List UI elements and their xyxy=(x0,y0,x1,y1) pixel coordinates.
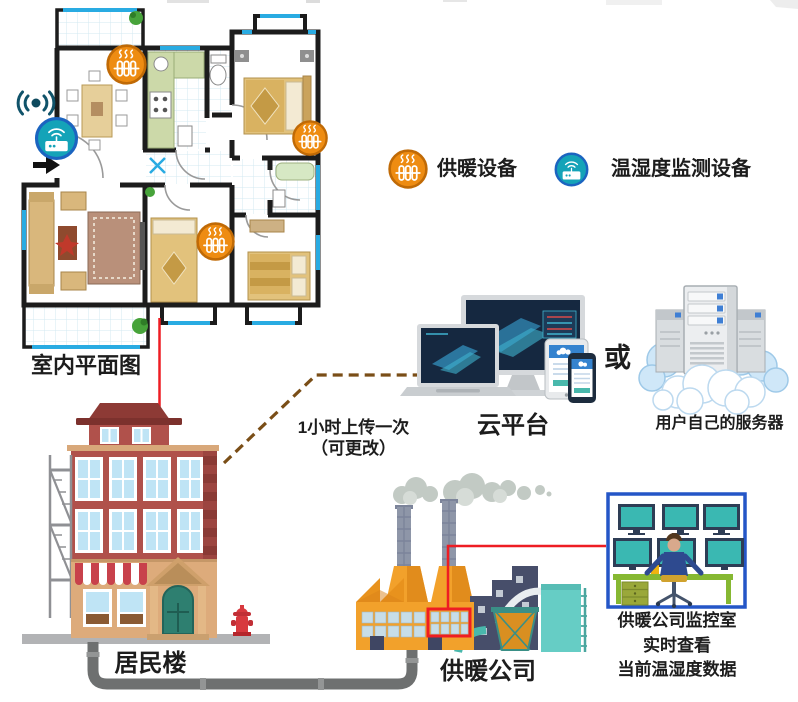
smoke xyxy=(393,473,552,506)
ground xyxy=(22,634,270,644)
building-windows xyxy=(75,457,203,553)
storage-tank xyxy=(541,584,587,652)
or-label: 或 xyxy=(604,343,631,373)
floor-plan xyxy=(16,8,328,349)
top-edge-artifacts xyxy=(167,0,798,9)
heating-device-icon xyxy=(292,120,328,156)
clouds-front xyxy=(652,364,766,415)
pipe-joints xyxy=(86,652,419,690)
residential-building xyxy=(22,403,419,690)
legend-heating-icon xyxy=(388,149,428,189)
user-server-label: 用户自己的服务器 xyxy=(655,415,784,432)
heating-company-label: 供暖公司 xyxy=(440,658,536,685)
heating-device-icon xyxy=(106,44,147,85)
upload-interval-line1: 1小时上传一次 xyxy=(297,418,410,437)
operator-person xyxy=(644,533,704,609)
legend-monitoring-icon xyxy=(554,152,589,187)
heating-device-icon xyxy=(196,222,235,261)
legend-monitoring-label: 温湿度监测设备 xyxy=(611,158,751,180)
fire-hydrant xyxy=(231,605,253,636)
fire-escape xyxy=(48,455,73,618)
cloud-platform-devices xyxy=(400,295,596,403)
awning xyxy=(75,563,147,585)
furniture xyxy=(28,11,315,334)
user-servers xyxy=(638,285,789,415)
wireless-signal-icon xyxy=(16,90,56,116)
plan-windows xyxy=(22,8,320,349)
legend-heating-label: 供暖设备 xyxy=(437,158,517,180)
monitor-room-caption: 供暖公司监控室 实时查看 当前温湿度数据 xyxy=(596,609,758,683)
wall-monitors xyxy=(613,504,744,570)
server-tower-left xyxy=(655,309,685,373)
upload-interval-line2: （可更改） xyxy=(311,439,396,459)
factory-front-building xyxy=(356,578,474,650)
monitoring-device-icon xyxy=(34,116,79,161)
hopper xyxy=(491,607,539,651)
residential-building-label: 居民楼 xyxy=(114,650,187,677)
monitor-room-line1: 供暖公司监控室 xyxy=(617,611,737,630)
entry-arrow-icon xyxy=(33,156,60,174)
heating-company-factory xyxy=(356,473,606,654)
server-tower-main xyxy=(683,285,738,375)
monitor-room xyxy=(606,492,747,609)
laptop xyxy=(400,324,516,396)
shop-windows xyxy=(83,589,146,627)
monitor-room-line3: 当前温湿度数据 xyxy=(617,660,737,680)
upload-dashed-link xyxy=(222,373,419,465)
server-tower-right xyxy=(734,309,766,373)
monitor-room-line2: 实时查看 xyxy=(643,635,711,655)
cloud-platform-label: 云平台 xyxy=(477,412,549,439)
factory-monitorroom-connector xyxy=(446,544,606,608)
entrance xyxy=(146,557,210,640)
factory-window-highlight xyxy=(426,607,472,638)
smartphone xyxy=(568,353,596,403)
heating-pipe xyxy=(87,642,418,690)
upload-interval-note: 1小时上传一次 （可更改） xyxy=(276,417,431,460)
floor-plan-label: 室内平面图 xyxy=(30,353,141,378)
